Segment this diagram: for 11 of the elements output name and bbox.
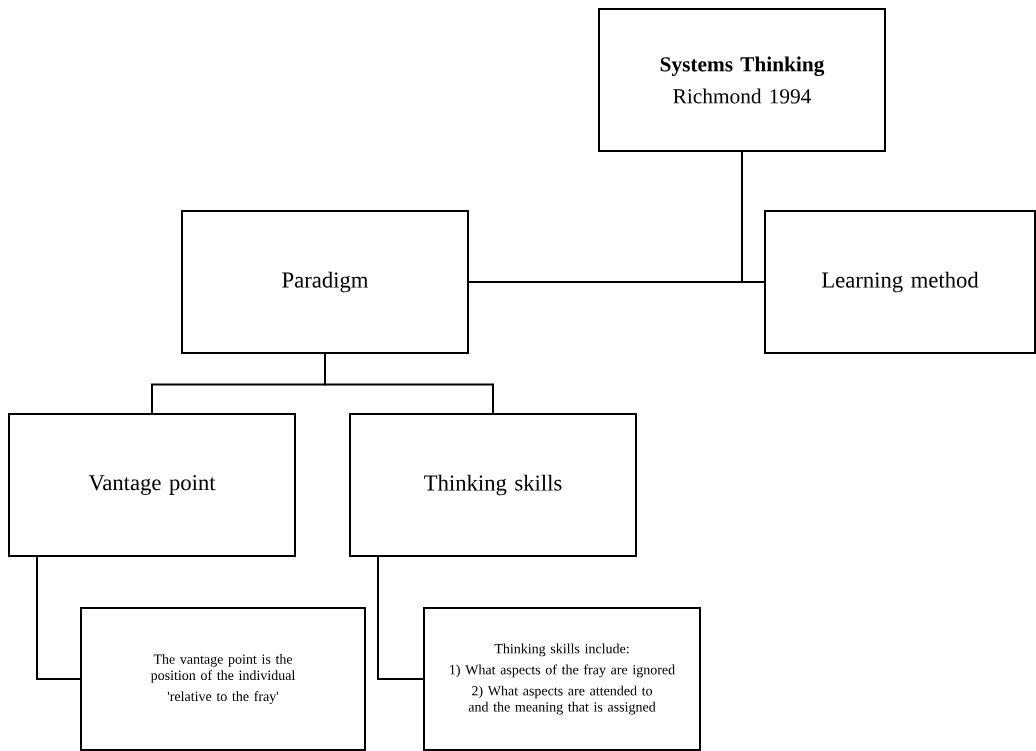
process-box: Learning method [764,210,1036,354]
process-box: Paradigm [181,210,469,354]
process-box: Vantage point [8,413,296,557]
connector-line [324,353,494,414]
title-box: Systems Thinking Richmond 1994 [598,8,886,152]
connector-line [377,556,424,680]
connector-line [741,151,765,283]
note-box: The vantage point is the position of the individual 'relative to the fray' [80,607,366,751]
connector-line [36,556,81,680]
process-box: Thinking skills [349,413,637,557]
note-box: Thinking skills include: 1) What aspects of the fray are ignored 2) What aspects are attended to and the meaning that is assigned [423,607,701,751]
